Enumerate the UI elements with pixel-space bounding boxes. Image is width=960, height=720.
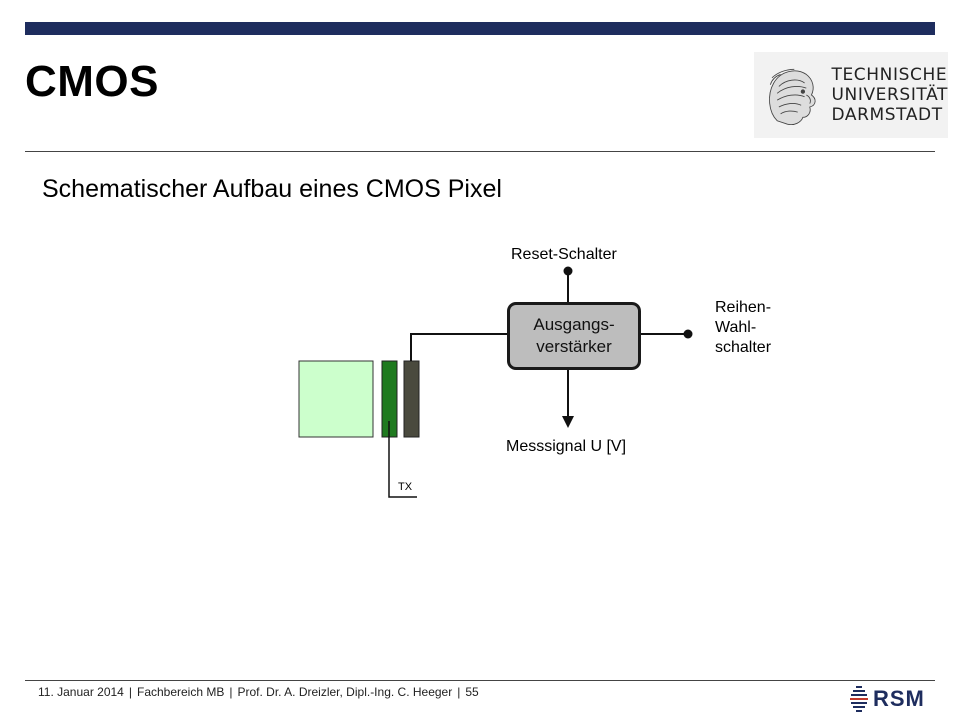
rsm-logo: RSM (848, 680, 938, 718)
footer-divider (25, 680, 935, 681)
athena-head-icon (769, 68, 816, 125)
reset-switch-label: Reset-Schalter (511, 246, 617, 263)
tu-darmstadt-logo: TECHNISCHE UNIVERSITÄT DARMSTADT (754, 52, 948, 138)
footer-department: Fachbereich MB (136, 685, 225, 699)
row-select-label-line: Reihen- (715, 299, 772, 316)
reset-switch-node (563, 266, 573, 276)
tud-line: DARMSTADT (831, 105, 943, 125)
row-select-label: Reihen- Wahl- schalter (715, 298, 771, 358)
footer-page-number: 55 (465, 685, 479, 699)
fd-to-amp-wire (410, 333, 507, 361)
floating-diffusion (403, 360, 420, 438)
amplifier-label-line: Ausgangs- (533, 315, 615, 334)
tu-darmstadt-wordmark: TECHNISCHE UNIVERSITÄT DARMSTADT (831, 65, 948, 125)
header-divider (25, 151, 935, 152)
tud-line: TECHNISCHE (831, 65, 948, 85)
output-arrow-head (562, 416, 574, 428)
row-select-label-line: schalter (715, 339, 772, 356)
output-amplifier: Ausgangs- verstärker (507, 302, 641, 370)
tx-line (388, 421, 417, 498)
footer-authors: Prof. Dr. A. Dreizler, Dipl.-Ing. C. Hee… (237, 685, 453, 699)
footer-date: 11. Januar 2014 (38, 685, 124, 699)
tx-label: TX (398, 481, 413, 493)
signal-label: Messsignal U [V] (506, 438, 627, 455)
rsm-globe-icon (850, 686, 868, 712)
row-select-label-line: Wahl- (715, 319, 757, 336)
tud-line: UNIVERSITÄT (831, 85, 948, 105)
slide-subtitle: Schematischer Aufbau eines CMOS Pixel (42, 175, 502, 203)
photodiode (298, 360, 374, 438)
amplifier-label-line: verstärker (536, 337, 612, 356)
rsm-wordmark: RSM (873, 686, 925, 711)
footer: 11. Januar 2014|Fachbereich MB|Prof. Dr.… (38, 685, 479, 699)
row-select-node (683, 329, 693, 339)
header-bar (25, 22, 935, 35)
slide-title: CMOS (25, 57, 159, 106)
